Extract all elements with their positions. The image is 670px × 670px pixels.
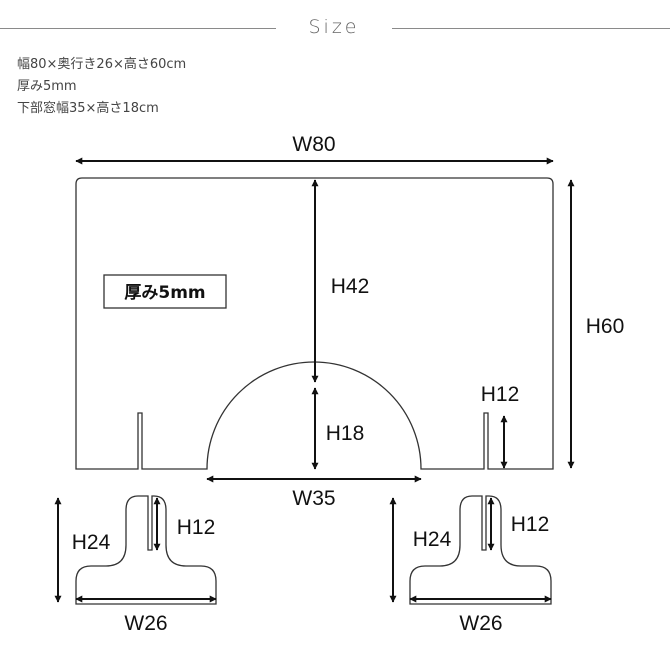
thickness-label: 厚み5mm <box>124 283 205 303</box>
thickness-box <box>103 274 227 309</box>
foot-left-height-label: H24 <box>72 531 111 554</box>
foot-right-width-label: W26 <box>459 612 502 635</box>
foot-right: H24 H12 W26 <box>389 495 552 635</box>
foot-left: H24 H12 W26 <box>54 495 217 635</box>
window-width-label: W35 <box>292 487 335 510</box>
width-label: W80 <box>292 133 335 156</box>
foot-left-outline <box>75 495 217 605</box>
spec-dimensions: 幅80×奥行き26×高さ60cm <box>17 57 187 72</box>
foot-right-outline <box>409 495 552 605</box>
section-header: Size <box>0 14 670 42</box>
spec-thickness: 厚み5mm <box>17 79 77 94</box>
header-rule-right <box>392 28 670 29</box>
spec-list: 幅80×奥行き26×高さ60cm 厚み5mm 下部窓幅35×高さ18cm <box>17 54 186 120</box>
slot-height-label: H12 <box>481 383 520 406</box>
foot-left-width-label: W26 <box>124 612 167 635</box>
foot-right-slot-label: H12 <box>511 513 550 536</box>
foot-right-height-label: H24 <box>413 528 452 551</box>
height-label: H60 <box>586 315 625 338</box>
foot-left-slot-label: H12 <box>177 516 216 539</box>
header-rule-left <box>0 28 276 29</box>
spec-window: 下部窓幅35×高さ18cm <box>17 101 159 116</box>
section-title: Size <box>308 16 360 38</box>
window-height-label: H18 <box>326 422 365 445</box>
window-top-label: H42 <box>331 275 370 298</box>
